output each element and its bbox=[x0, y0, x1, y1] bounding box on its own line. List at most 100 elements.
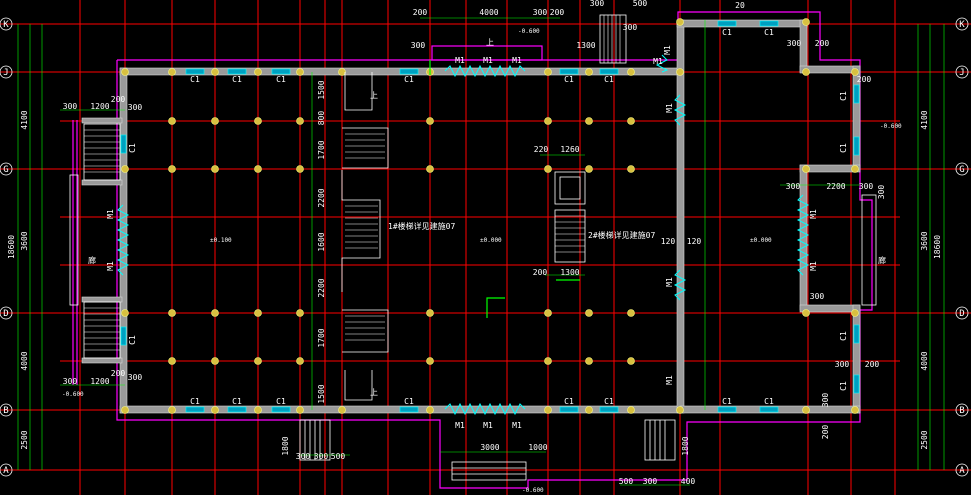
axis-label-k-left: K bbox=[3, 20, 9, 30]
up-mark-1: 上 bbox=[370, 91, 378, 100]
dim-top-4000: 4000 bbox=[479, 8, 498, 17]
dim-top-300a: 300 bbox=[533, 8, 548, 17]
door-tag: M1 bbox=[483, 421, 493, 430]
dim-mid-1300: 1300 bbox=[560, 268, 579, 277]
window-tag: C1 bbox=[128, 143, 137, 153]
windows bbox=[120, 20, 860, 413]
door-tag: M1 bbox=[512, 56, 522, 65]
annotation-marks bbox=[429, 60, 580, 318]
window-tag: C1 bbox=[128, 335, 137, 345]
level-mid: ±0.000 bbox=[480, 237, 502, 244]
dim-bot-1800b: 1800 bbox=[681, 436, 690, 455]
dim-right-300a: 300 bbox=[787, 39, 802, 48]
door-tag: M1 bbox=[665, 103, 674, 113]
stair2-note: 2#楼梯详见建施07 bbox=[588, 230, 655, 240]
dim-right-total: 18600 bbox=[933, 235, 942, 259]
dim-col-2200b: 2200 bbox=[317, 278, 326, 297]
dim-right-300g: 300 bbox=[821, 393, 830, 408]
dim-right-200d: 200 bbox=[821, 425, 830, 440]
dim-top-300c: 300 bbox=[411, 41, 426, 50]
dim-left-4000: 4000 bbox=[20, 351, 29, 370]
dim-bot-400: 400 bbox=[681, 477, 696, 486]
door-tag: M1 bbox=[663, 45, 672, 55]
dim-mid-220: 220 bbox=[534, 145, 549, 154]
window-tag: C1 bbox=[404, 75, 414, 84]
dim-top-20: 20 bbox=[735, 1, 745, 10]
window-tag: C1 bbox=[232, 75, 242, 84]
window-tag: C1 bbox=[722, 28, 732, 37]
door-tag: M1 bbox=[106, 261, 115, 271]
up-mark-2: 上 bbox=[370, 388, 378, 397]
window-tag: C1 bbox=[764, 397, 774, 406]
dim-top-300d: 300 bbox=[623, 23, 638, 32]
dim-bot-1000: 1000 bbox=[528, 443, 547, 452]
window-tag: C1 bbox=[764, 28, 774, 37]
dim-right-300c: 300 bbox=[859, 182, 874, 191]
window-tag: C1 bbox=[232, 397, 242, 406]
dim-top-1300: 1300 bbox=[576, 41, 595, 50]
axis-label-d-right: D bbox=[959, 309, 964, 319]
window-tag: C1 bbox=[190, 75, 200, 84]
dim-top-300b: 300 bbox=[590, 0, 605, 8]
dim-left-300c: 300 bbox=[63, 377, 78, 386]
axis-label-g-right: G bbox=[959, 165, 964, 175]
dim-left-200b: 200 bbox=[111, 369, 126, 378]
dim-col-1700a: 1700 bbox=[317, 140, 326, 159]
door-tag: M1 bbox=[665, 375, 674, 385]
dim-top-200b: 200 bbox=[550, 8, 565, 17]
stair1-note: 1#楼梯详见建施07 bbox=[388, 221, 455, 231]
level-ext-left: -0.600 bbox=[62, 391, 84, 398]
corridor-left: 廊 bbox=[88, 255, 96, 265]
level-right: ±0.000 bbox=[750, 237, 772, 244]
dim-left-300b: 300 bbox=[128, 103, 143, 112]
window-tag: C1 bbox=[190, 397, 200, 406]
dim-right-300b: 300 bbox=[786, 182, 801, 191]
level-ext-top: -0.600 bbox=[518, 28, 540, 35]
dim-left-2500: 2500 bbox=[20, 430, 29, 449]
dim-right-2200: 2200 bbox=[826, 182, 845, 191]
door-tag: M1 bbox=[809, 209, 818, 219]
dim-right-3600: 3600 bbox=[920, 231, 929, 250]
dim-col-1500: 1500 bbox=[317, 80, 326, 99]
dim-wall-120b: 120 bbox=[687, 237, 702, 246]
level-left: ±0.100 bbox=[210, 237, 232, 244]
dim-top-500: 500 bbox=[633, 0, 648, 8]
dim-col-2200a: 2200 bbox=[317, 188, 326, 207]
dim-right-2500: 2500 bbox=[920, 430, 929, 449]
window-tag: C1 bbox=[604, 397, 614, 406]
dim-bot-500: 500 bbox=[619, 477, 634, 486]
dim-bot-3000: 3000 bbox=[480, 443, 499, 452]
door-tag: M1 bbox=[512, 421, 522, 430]
dim-right-4000: 4000 bbox=[920, 351, 929, 370]
columns bbox=[121, 18, 859, 414]
dim-col-1700b: 1700 bbox=[317, 328, 326, 347]
axis-label-j-left: J bbox=[3, 68, 8, 78]
dim-left-1200b: 1200 bbox=[90, 377, 109, 386]
dim-bot-300b: 300 bbox=[296, 452, 311, 461]
window-tag: C1 bbox=[564, 397, 574, 406]
axis-label-d-left: D bbox=[3, 309, 8, 319]
dim-bot-300a: 300 bbox=[643, 477, 658, 486]
door-tag: M1 bbox=[455, 56, 465, 65]
dim-left-200a: 200 bbox=[111, 95, 126, 104]
doors bbox=[116, 54, 810, 416]
dim-left-3600: 3600 bbox=[20, 231, 29, 250]
dim-left-300d: 300 bbox=[128, 373, 143, 382]
axis-label-g-left: G bbox=[3, 165, 8, 175]
up-mark-3: 上 bbox=[486, 38, 494, 47]
axis-bubble-right bbox=[955, 17, 969, 477]
level-ext-right: -0.600 bbox=[880, 123, 902, 130]
axis-label-b-right: B bbox=[959, 406, 964, 416]
axis-label-b-left: B bbox=[3, 406, 8, 416]
axis-bubbles: K J G D B A K J G D B A bbox=[0, 17, 969, 477]
dim-col-1600: 1600 bbox=[317, 232, 326, 251]
dimension-lines bbox=[17, 17, 945, 486]
dim-mid-1260: 1260 bbox=[560, 145, 579, 154]
dim-wall-120a: 120 bbox=[661, 237, 676, 246]
door-tag: M1 bbox=[665, 277, 674, 287]
dim-left-1200a: 1200 bbox=[90, 102, 109, 111]
dim-right-300e: 300 bbox=[835, 360, 850, 369]
window-tag: C1 bbox=[604, 75, 614, 84]
dim-left-300a: 300 bbox=[63, 102, 78, 111]
